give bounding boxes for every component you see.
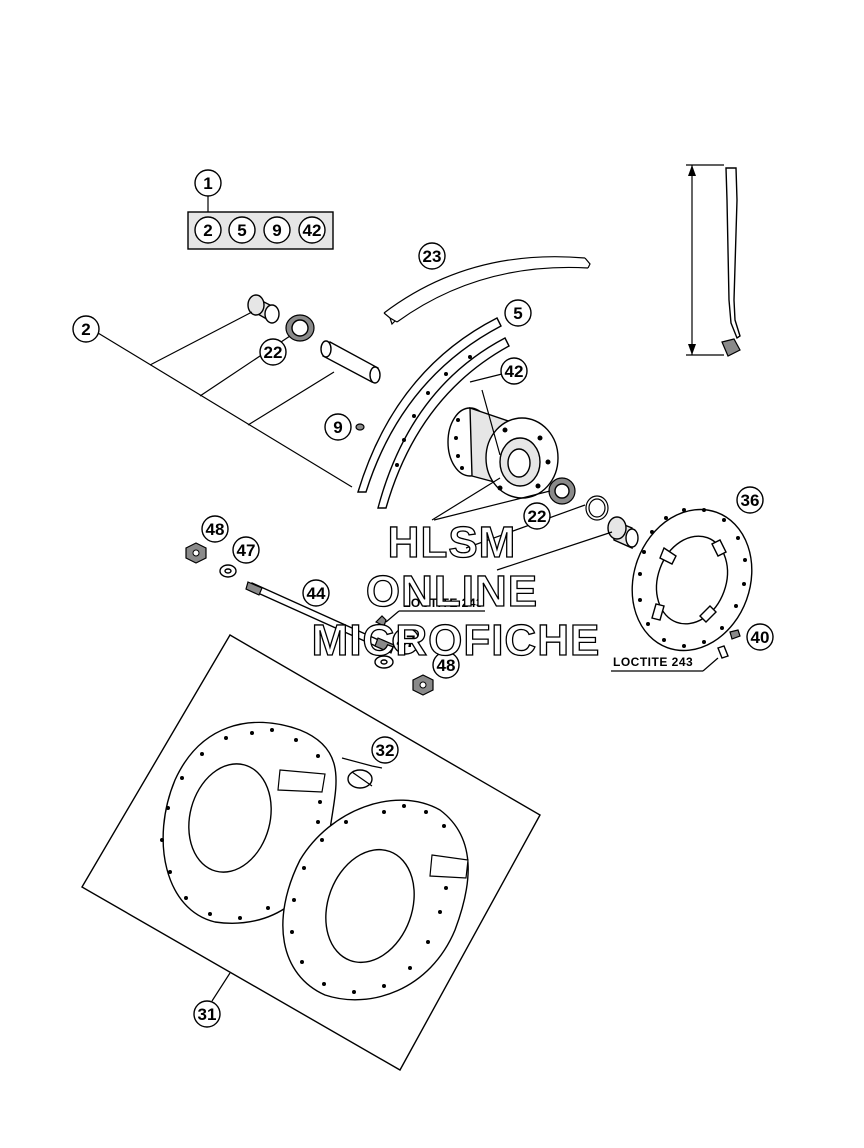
callout-5-kit[interactable]: 5: [228, 216, 256, 244]
svg-text:2: 2: [81, 320, 90, 339]
spoke-drawing: [686, 164, 741, 357]
callout-40[interactable]: 40: [746, 623, 774, 651]
svg-text:LOCTITE 243: LOCTITE 243: [613, 655, 693, 669]
svg-text:ONLINE: ONLINE: [366, 567, 538, 616]
svg-text:40: 40: [751, 628, 770, 647]
bearing-left: [285, 314, 315, 342]
callout-22-bottom[interactable]: 22: [523, 502, 551, 530]
svg-text:MICROFICHE: MICROFICHE: [312, 616, 601, 665]
callout-22-top[interactable]: 22: [259, 338, 287, 366]
disc-screw: [717, 629, 741, 659]
callout-5[interactable]: 5: [504, 299, 532, 327]
callout-2-kit[interactable]: 2: [194, 216, 222, 244]
callout-1[interactable]: 1: [194, 169, 222, 197]
svg-text:42: 42: [303, 221, 322, 240]
callout-48-top[interactable]: 48: [201, 515, 229, 543]
callout-9-kit[interactable]: 9: [263, 216, 291, 244]
spacer-bushing-left: [247, 294, 280, 324]
callout-47-bottom[interactable]: 47: [392, 627, 420, 655]
nut-bottom: [412, 674, 434, 696]
callout-9[interactable]: 9: [324, 413, 352, 441]
svg-text:36: 36: [741, 491, 760, 510]
svg-text:23: 23: [423, 247, 442, 266]
disc-template-1: [160, 721, 337, 924]
leader-lines-left: [97, 311, 353, 488]
tire-drawing: [383, 256, 591, 326]
callout-36[interactable]: 36: [736, 486, 764, 514]
axle: [245, 581, 395, 654]
washer-top: [219, 564, 237, 578]
callout-42-kit[interactable]: 42: [298, 216, 326, 244]
rim-drawing: [357, 317, 510, 509]
callout-2[interactable]: 2: [72, 315, 100, 343]
loctite-note-axle: LOCTITE 243: [385, 596, 485, 623]
washer-bottom: [374, 655, 394, 669]
svg-text:44: 44: [307, 584, 326, 603]
spacer-bushing-right: [607, 516, 639, 550]
svg-text:HLSM: HLSM: [388, 518, 517, 567]
loctite-note-disc: LOCTITE 243: [611, 655, 719, 672]
callout-23[interactable]: 23: [418, 242, 446, 270]
callout-31[interactable]: 31: [193, 972, 231, 1028]
leader-lines-right: [431, 477, 613, 571]
svg-text:22: 22: [528, 507, 547, 526]
svg-text:1: 1: [203, 174, 212, 193]
nut-top: [185, 542, 207, 564]
svg-text:22: 22: [264, 343, 283, 362]
kit-group: 1 2 5 9 42: [187, 169, 334, 250]
svg-text:47: 47: [397, 632, 416, 651]
callout-42[interactable]: 42: [469, 357, 528, 385]
circlip: [585, 495, 609, 521]
svg-text:47: 47: [237, 541, 256, 560]
watermark: HLSM ONLINE MICROFICHE: [311, 517, 601, 665]
disc-template-2: [282, 799, 469, 1001]
callout-47-top[interactable]: 47: [232, 536, 260, 564]
svg-text:32: 32: [376, 741, 395, 760]
brake-disc: [631, 508, 753, 652]
svg-text:48: 48: [437, 656, 456, 675]
svg-text:48: 48: [206, 520, 225, 539]
axle-cap-screw: [374, 615, 387, 627]
svg-text:42: 42: [505, 362, 524, 381]
svg-text:9: 9: [333, 418, 342, 437]
hub-drawing: [447, 389, 559, 499]
svg-text:31: 31: [198, 1005, 217, 1024]
callout-32[interactable]: 32: [371, 736, 399, 764]
bearing-right: [548, 477, 576, 505]
svg-text:5: 5: [513, 304, 522, 323]
spoke-screw-9: [355, 423, 365, 431]
svg-text:5: 5: [237, 221, 246, 240]
svg-text:9: 9: [272, 221, 281, 240]
distance-sleeve: [320, 340, 381, 384]
callout-44[interactable]: 44: [302, 579, 330, 607]
svg-text:LOCTITE 243: LOCTITE 243: [403, 596, 483, 610]
callout-48-bottom[interactable]: 48: [432, 651, 460, 679]
cable-tie: [341, 757, 383, 789]
svg-text:2: 2: [203, 221, 212, 240]
